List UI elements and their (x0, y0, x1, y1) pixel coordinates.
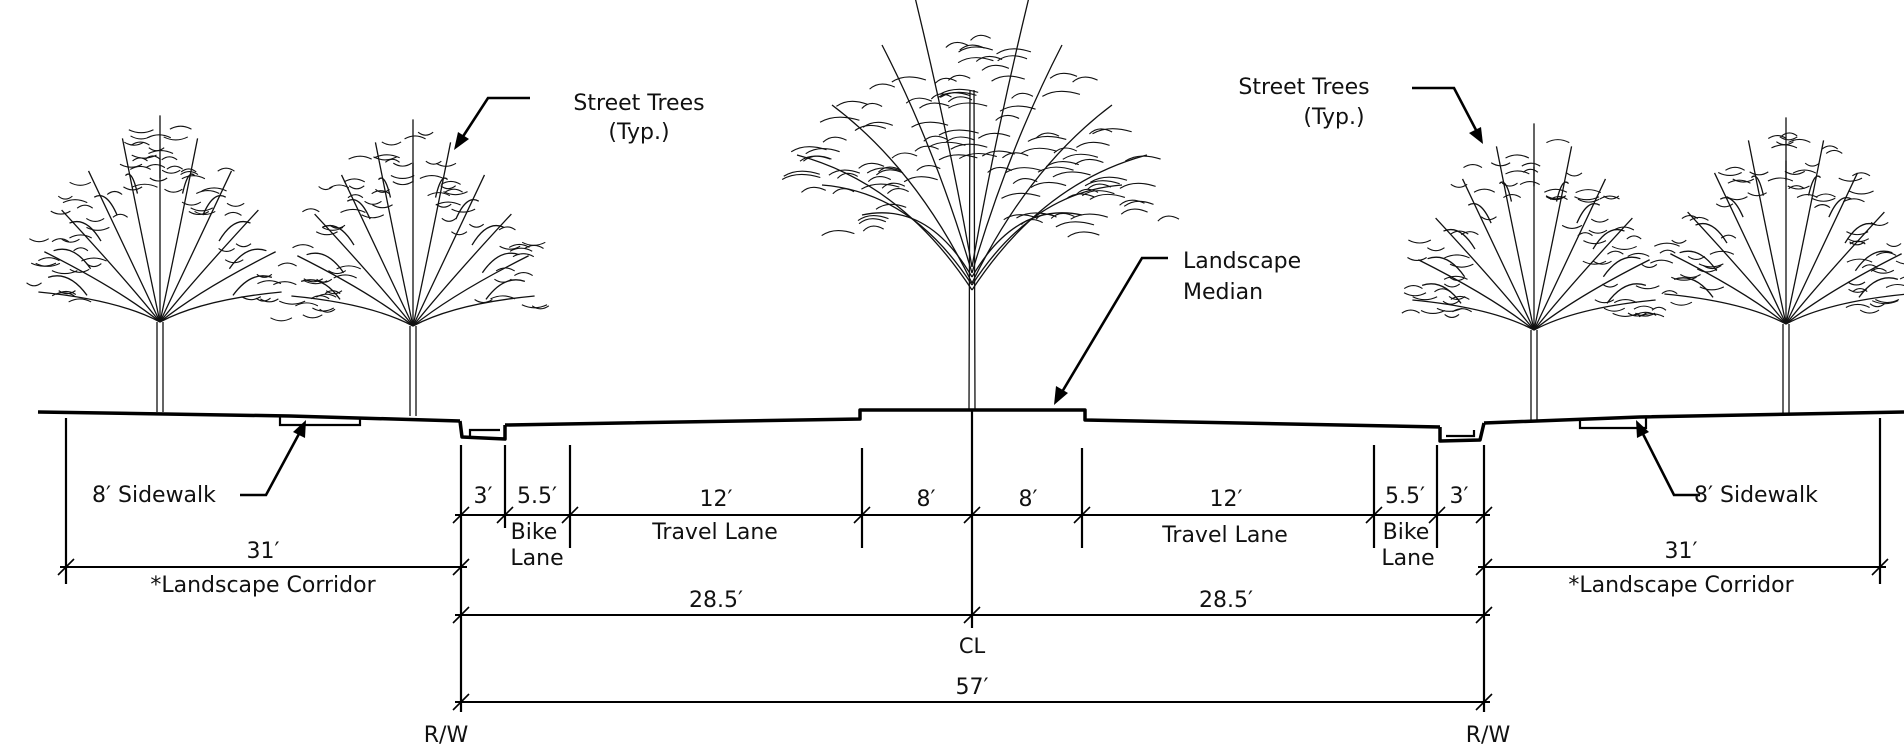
dim-bike-right: 5.5′ (1385, 484, 1425, 509)
dimension-tick (561, 506, 579, 524)
callout-sidewalk-right: 8′ Sidewalk (1694, 483, 1818, 508)
dim-half-right: 28.5′ (1199, 588, 1253, 613)
callout-landscape-median: Landscape Median (1183, 249, 1301, 305)
median-tree-illustration (781, 0, 1180, 411)
label-bike-lane-right-line1: Bike (1383, 520, 1430, 545)
row-marker-right: R/W (1466, 723, 1511, 748)
dimension-tick (452, 558, 470, 576)
dim-median-left: 8′ (917, 487, 936, 512)
street-tree-left-1-illustration (26, 115, 297, 412)
dim-corridor-right: 31′ (1665, 539, 1698, 564)
dimension-tick (452, 606, 470, 624)
dimension-tick (1073, 506, 1091, 524)
dim-half-left: 28.5′ (689, 588, 743, 613)
dimension-tick (452, 506, 470, 524)
label-travel-lane-right: Travel Lane (1161, 523, 1288, 548)
dimension-tick (57, 558, 75, 576)
callout-street-trees-left-line2: (Typ.) (608, 120, 669, 145)
sidewalk-slab-right (1578, 418, 1648, 430)
dimension-tick (1475, 506, 1493, 524)
dim-bike-left: 5.5′ (517, 484, 557, 509)
dimension-lines (57, 506, 1889, 711)
dimension-tick (963, 606, 981, 624)
sidewalk-slab-left (278, 416, 362, 427)
dim-median-right: 8′ (1019, 487, 1038, 512)
dimension-tick (963, 506, 981, 524)
label-bike-lane-left-line1: Bike (511, 520, 558, 545)
callout-landscape-median-line2: Median (1183, 280, 1263, 305)
centerline-marker: CL (959, 634, 986, 658)
callout-sidewalk-left: 8′ Sidewalk (92, 483, 216, 508)
label-landscape-corridor-right: *Landscape Corridor (1568, 573, 1794, 598)
callout-street-trees-right-line2: (Typ.) (1303, 105, 1364, 130)
callout-leaders (240, 86, 1700, 497)
dimension-tick (1475, 606, 1493, 624)
dim-travel-right: 12′ (1210, 487, 1243, 512)
dim-curb-right: 3′ (1450, 484, 1469, 509)
reference-lines (64, 410, 1882, 712)
dim-curb-left: 3′ (474, 484, 493, 509)
street-tree-right-1-illustration (1401, 123, 1667, 420)
dim-corridor-left: 31′ (247, 539, 280, 564)
dim-travel-left: 12′ (700, 487, 733, 512)
label-bike-lane-left-line2: Lane (510, 546, 563, 571)
street-tree-right-2-illustration (1650, 117, 1904, 414)
callout-street-trees-left-line1: Street Trees (573, 91, 704, 116)
dimension-tick (1871, 558, 1889, 576)
dimension-tick (1365, 506, 1383, 524)
dimension-tick (452, 693, 470, 711)
callout-street-trees-left: Street Trees (Typ.) (573, 91, 704, 145)
dimension-tick (1428, 506, 1446, 524)
label-travel-lane-left: Travel Lane (651, 520, 778, 545)
row-marker-left: R/W (424, 723, 469, 748)
label-bike-lane-right-line2: Lane (1381, 546, 1434, 571)
callout-street-trees-right-line1: Street Trees (1238, 75, 1369, 100)
callout-landscape-median-line1: Landscape (1183, 249, 1301, 274)
label-landscape-corridor-left: *Landscape Corridor (150, 573, 376, 598)
callout-street-trees-right: Street Trees (Typ.) (1238, 75, 1369, 130)
dimension-tick (1475, 558, 1493, 576)
dimension-tick (496, 506, 514, 524)
dimension-tick (853, 506, 871, 524)
dimension-tick (1475, 693, 1493, 711)
street-tree-left-2-illustration (270, 119, 550, 416)
trees-layer (26, 0, 1904, 420)
dim-total: 57′ (956, 675, 989, 700)
